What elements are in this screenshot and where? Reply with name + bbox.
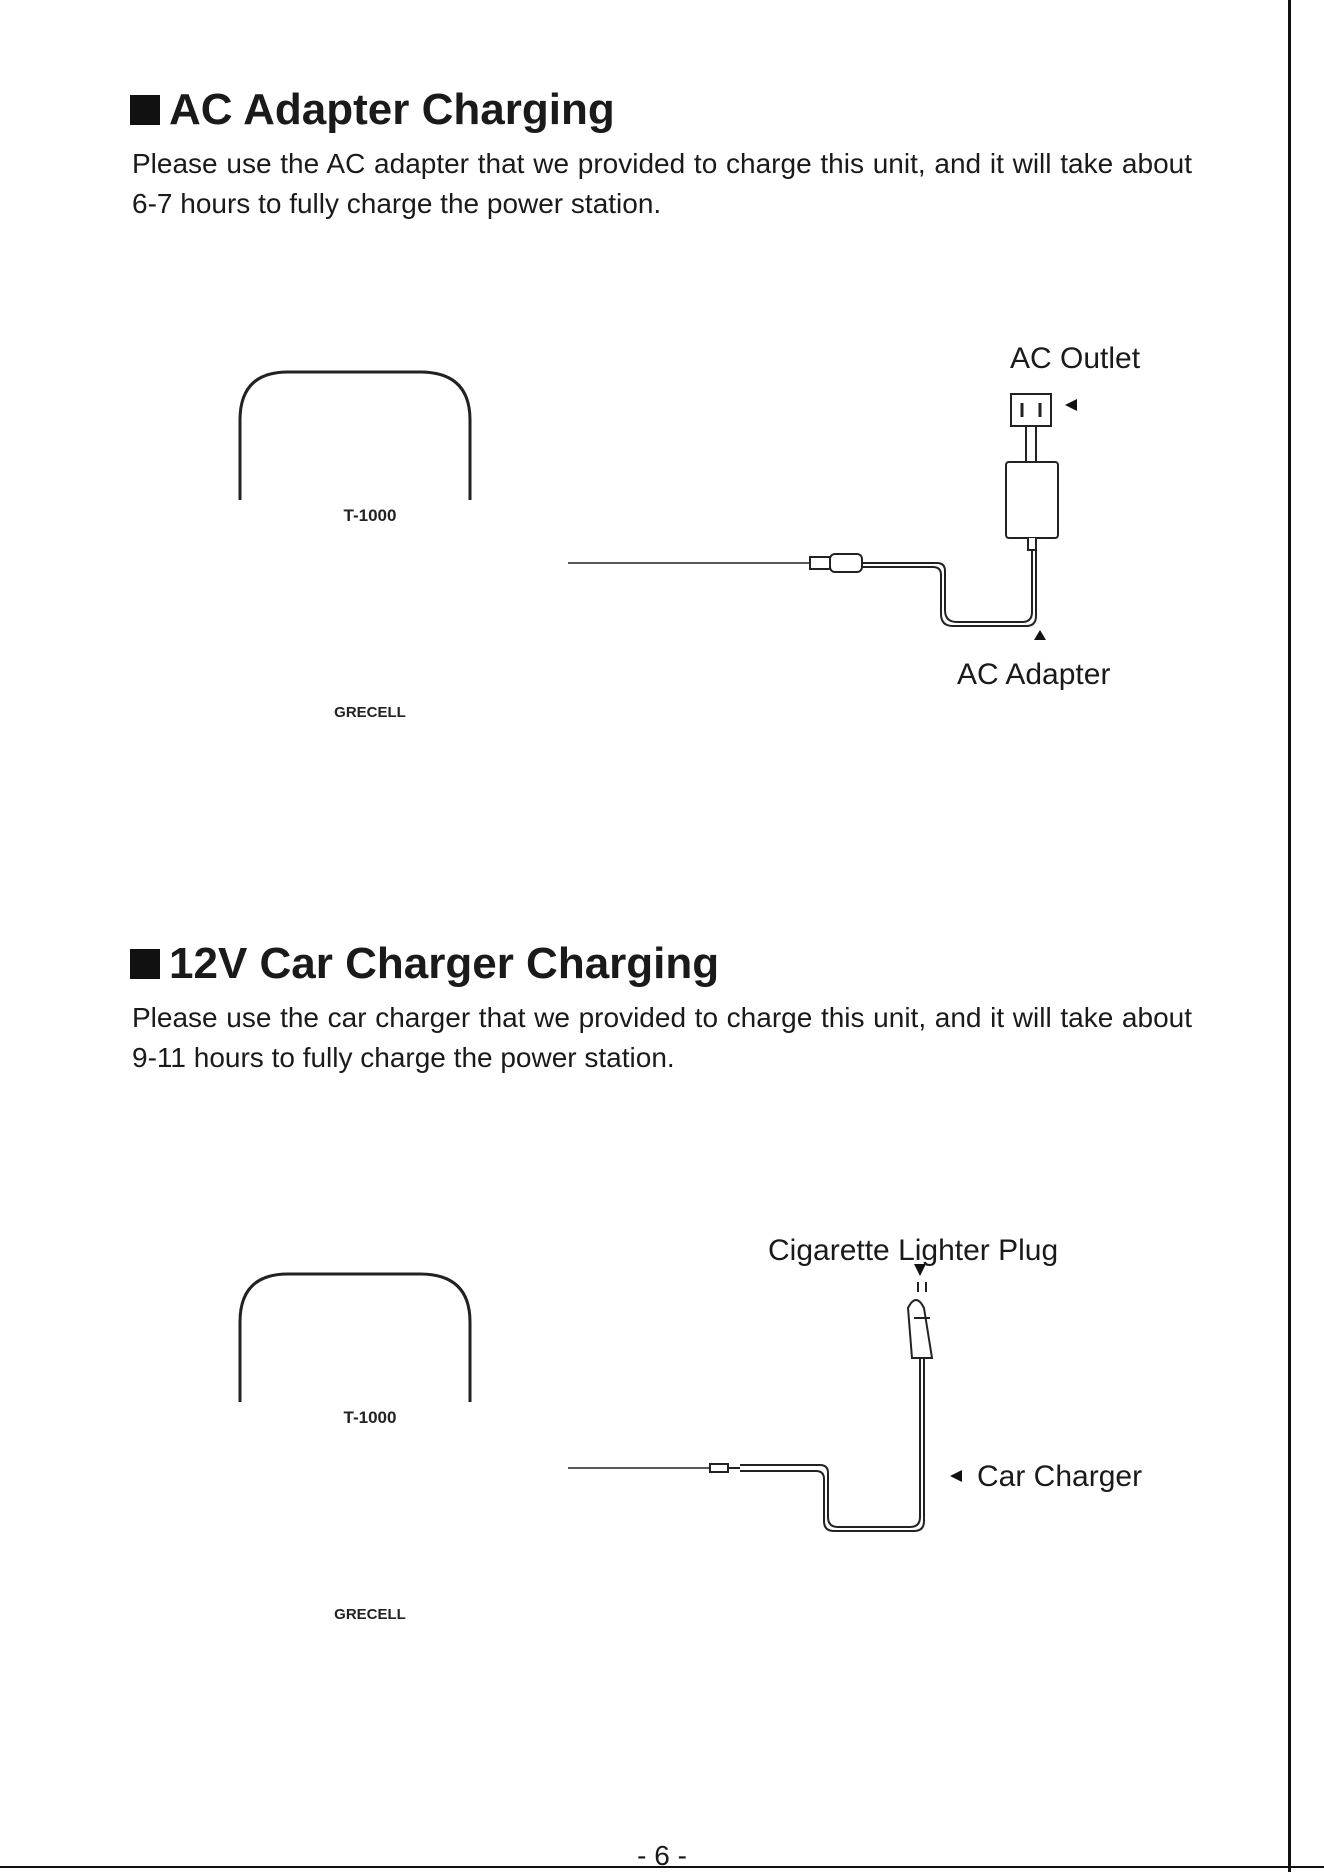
model-label: T-1000 — [344, 1408, 397, 1427]
label-cigarette-lighter-plug: Cigarette Lighter Plug — [768, 1234, 1059, 1267]
section-title-car-charger: 12V Car Charger Charging — [130, 942, 719, 986]
page-border-bottom — [0, 1866, 1324, 1868]
brand-label: GRECELL — [334, 1606, 406, 1623]
section-square-icon — [130, 949, 160, 979]
diagram-car-charger: T-1000 GRECELL — [238, 1264, 962, 1623]
arrow-left-icon — [950, 1470, 962, 1482]
arrow-down-icon — [914, 1264, 926, 1276]
section-title-ac-adapter: AC Adapter Charging — [130, 88, 615, 132]
page-border-right — [1288, 0, 1291, 1872]
label-ac-adapter: AC Adapter — [957, 658, 1111, 691]
model-label: T-1000 — [344, 506, 397, 525]
arrow-up-icon — [1034, 630, 1046, 640]
section-body-car-charger: Please use the car charger that we provi… — [132, 1002, 1192, 1073]
section-square-icon — [130, 95, 160, 125]
ac-adapter-cable — [568, 393, 1059, 627]
power-station-illustration: T-1000 GRECELL — [238, 1272, 472, 1623]
brand-label: GRECELL — [334, 704, 406, 721]
arrow-left-icon — [1065, 399, 1077, 411]
power-station-illustration: T-1000 GRECELL — [238, 370, 472, 721]
label-ac-outlet: AC Outlet — [1010, 342, 1141, 375]
label-car-charger: Car Charger — [977, 1460, 1143, 1493]
car-charger-cable — [568, 1282, 934, 1532]
page-number: - 6 - — [637, 1840, 687, 1871]
section-body-ac-adapter: Please use the AC adapter that we provid… — [132, 148, 1192, 219]
diagram-ac-adapter: T-1000 GRECELL — [238, 370, 1077, 721]
